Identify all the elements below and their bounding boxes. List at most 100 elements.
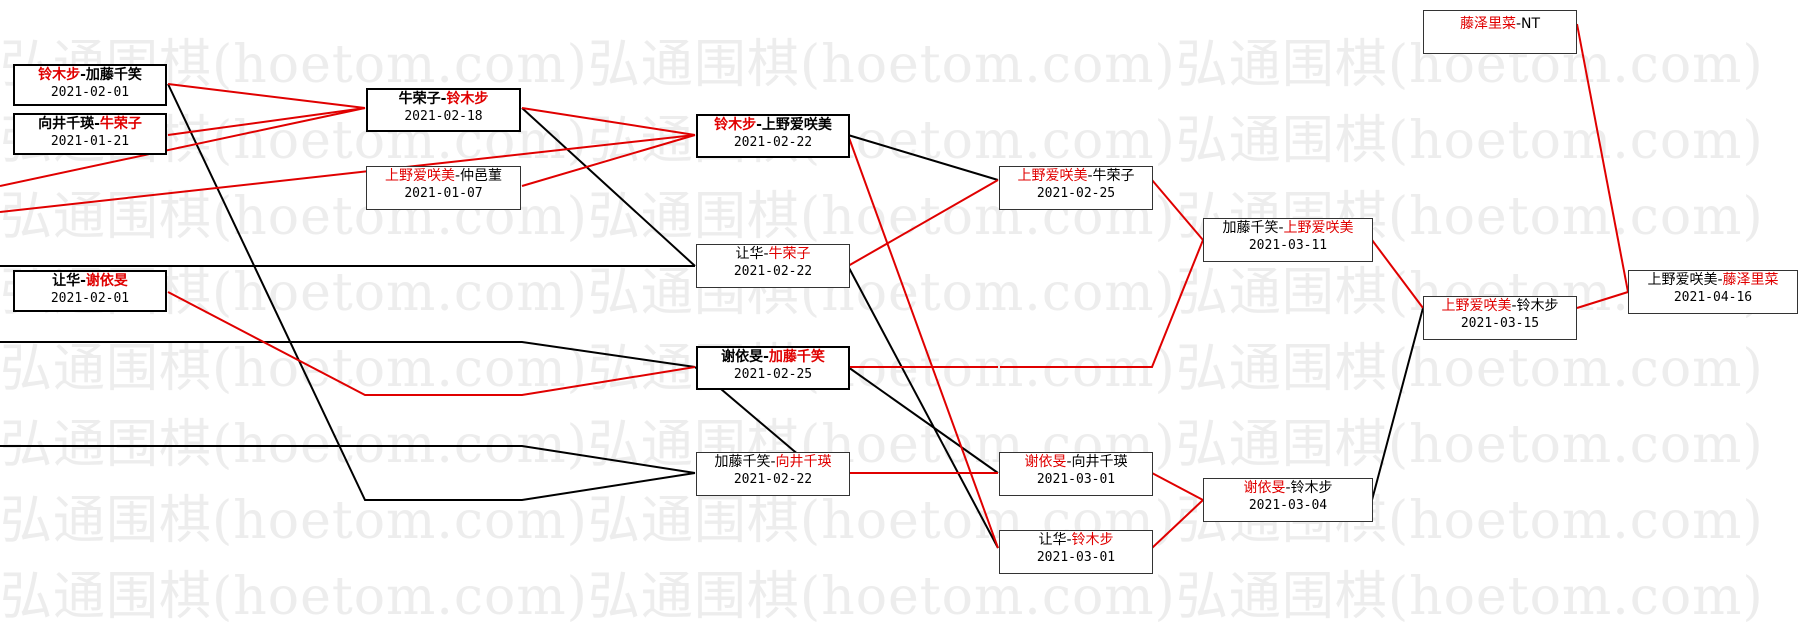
separator: - bbox=[1066, 532, 1072, 548]
match-box[interactable]: 让华-铃木步 2021-03-01 bbox=[999, 530, 1153, 574]
separator: - bbox=[94, 116, 100, 132]
bracket-line bbox=[521, 107, 696, 136]
separator: - bbox=[454, 168, 461, 184]
bracket-line bbox=[847, 134, 999, 181]
match-date: 2021-03-15 bbox=[1460, 316, 1540, 331]
player-name: 藤泽里菜 bbox=[1722, 272, 1779, 288]
match-box[interactable]: 上野爱咲美-藤泽里菜 2021-04-16 bbox=[1628, 270, 1798, 314]
player-name: 谢依旻 bbox=[1243, 480, 1286, 496]
match-box[interactable]: 铃木步-上野爱咲美 2021-02-22 bbox=[696, 114, 850, 158]
bracket-line bbox=[847, 134, 999, 549]
match-players: 谢依旻-铃木步 bbox=[1204, 479, 1372, 497]
separator: - bbox=[1511, 298, 1517, 314]
separator: - bbox=[440, 91, 447, 107]
match-players: 上野爱咲美-牛荣子 bbox=[1000, 167, 1152, 185]
match-players: 藤泽里菜-NT bbox=[1424, 11, 1576, 37]
match-box[interactable]: 加藤千笑-上野爱咲美 2021-03-11 bbox=[1203, 218, 1373, 262]
match-box[interactable]: 藤泽里菜-NT bbox=[1423, 10, 1577, 54]
player-name: 让华 bbox=[52, 273, 81, 289]
match-date: 2021-01-21 bbox=[50, 134, 130, 149]
separator: - bbox=[1066, 454, 1072, 470]
match-players: 上野爱咲美-仲邑菫 bbox=[367, 167, 520, 185]
bracket-line bbox=[1151, 472, 1204, 501]
match-box[interactable]: 加藤千笑-向井千瑛 2021-02-22 bbox=[696, 452, 850, 496]
separator: - bbox=[1717, 272, 1723, 288]
match-date: 2021-04-16 bbox=[1673, 290, 1753, 305]
player-name: 加藤千笑 bbox=[85, 67, 142, 83]
player-name: 让华 bbox=[735, 246, 764, 262]
player-name: 仲邑菫 bbox=[460, 168, 503, 184]
match-date: 2021-02-22 bbox=[733, 264, 813, 279]
match-box[interactable]: 谢依旻-铃木步 2021-03-04 bbox=[1203, 478, 1373, 522]
match-box[interactable]: 上野爱咲美-牛荣子 2021-02-25 bbox=[999, 166, 1153, 210]
match-date: 2021-01-07 bbox=[404, 186, 483, 201]
player-name: 谢依旻 bbox=[85, 273, 128, 289]
match-players: 加藤千笑-上野爱咲美 bbox=[1204, 219, 1372, 237]
player-name: 上野爱咲美 bbox=[1441, 298, 1512, 314]
player-name: 铃木步 bbox=[714, 117, 757, 133]
player-name: 向井千瑛 bbox=[775, 454, 832, 470]
player-name: 谢依旻 bbox=[1024, 454, 1067, 470]
match-box[interactable]: 让华-谢依旻 2021-02-01 bbox=[13, 270, 167, 312]
separator: - bbox=[770, 454, 776, 470]
player-name: 牛荣子 bbox=[99, 116, 142, 132]
separator: - bbox=[763, 246, 769, 262]
match-box[interactable]: 谢依旻-加藤千笑 2021-02-25 bbox=[696, 346, 850, 390]
match-date: 2021-02-01 bbox=[50, 85, 130, 100]
bracket-line bbox=[1000, 239, 1204, 368]
separator: - bbox=[763, 349, 769, 365]
match-date: 2021-02-25 bbox=[733, 367, 813, 382]
player-name: 藤泽里菜 bbox=[1459, 16, 1516, 32]
bracket-lines bbox=[0, 23, 1629, 549]
separator: - bbox=[1278, 220, 1284, 236]
match-players: 让华-牛荣子 bbox=[697, 245, 849, 263]
bracket-line bbox=[1151, 179, 1204, 241]
player-name: 向井千瑛 bbox=[38, 116, 95, 132]
match-players: 上野爱咲美-铃木步 bbox=[1424, 297, 1576, 315]
match-box[interactable]: 谢依旻-向井千瑛 2021-03-01 bbox=[999, 452, 1153, 496]
match-box[interactable]: 上野爱咲美-铃木步 2021-03-15 bbox=[1423, 296, 1577, 340]
player-name: 铃木步 bbox=[38, 67, 81, 83]
bracket-line bbox=[0, 445, 696, 474]
bracket-line bbox=[1151, 499, 1204, 549]
bracket-line bbox=[1371, 239, 1424, 309]
separator: - bbox=[1285, 480, 1291, 496]
player-name: 牛荣子 bbox=[1092, 168, 1135, 184]
match-date: 2021-02-18 bbox=[404, 109, 483, 124]
bracket-line bbox=[847, 179, 999, 267]
bracket-line bbox=[167, 291, 696, 396]
match-box[interactable]: 上野爱咲美-仲邑菫 2021-01-07 bbox=[366, 166, 521, 210]
separator: - bbox=[756, 117, 762, 133]
player-name: 铃木步 bbox=[1071, 532, 1114, 548]
player-name: 牛荣子 bbox=[768, 246, 811, 262]
bracket-line bbox=[1371, 307, 1424, 501]
bracket-line bbox=[847, 366, 999, 474]
player-name: 向井千瑛 bbox=[1071, 454, 1128, 470]
player-name: 上野爱咲美 bbox=[1017, 168, 1088, 184]
match-players: 上野爱咲美-藤泽里菜 bbox=[1629, 271, 1797, 289]
player-name: 加藤千笑 bbox=[714, 454, 771, 470]
player-name: NT bbox=[1521, 16, 1541, 32]
separator: - bbox=[1087, 168, 1093, 184]
player-name: 牛荣子 bbox=[398, 91, 441, 107]
bracket-line bbox=[167, 83, 696, 501]
match-box[interactable]: 让华-牛荣子 2021-02-22 bbox=[696, 244, 850, 288]
bracket-line bbox=[0, 107, 366, 187]
match-date: 2021-03-01 bbox=[1036, 472, 1116, 487]
match-players: 让华-谢依旻 bbox=[15, 272, 165, 290]
separator: - bbox=[1515, 16, 1522, 32]
bracket-line bbox=[1576, 291, 1629, 309]
separator: - bbox=[80, 67, 86, 83]
match-players: 加藤千笑-向井千瑛 bbox=[697, 453, 849, 471]
match-players: 让华-铃木步 bbox=[1000, 531, 1152, 549]
match-box[interactable]: 向井千瑛-牛荣子 2021-01-21 bbox=[13, 113, 167, 155]
match-players: 铃木步-上野爱咲美 bbox=[698, 116, 848, 134]
match-date: 2021-03-01 bbox=[1036, 550, 1116, 565]
match-box[interactable]: 牛荣子-铃木步 2021-02-18 bbox=[366, 88, 521, 132]
match-date: 2021-02-22 bbox=[733, 135, 813, 150]
match-players: 向井千瑛-牛荣子 bbox=[15, 115, 165, 133]
match-box[interactable]: 铃木步-加藤千笑 2021-02-01 bbox=[13, 64, 167, 106]
bracket-line bbox=[521, 107, 696, 267]
player-name: 让华 bbox=[1038, 532, 1067, 548]
bracket-line bbox=[167, 83, 366, 109]
